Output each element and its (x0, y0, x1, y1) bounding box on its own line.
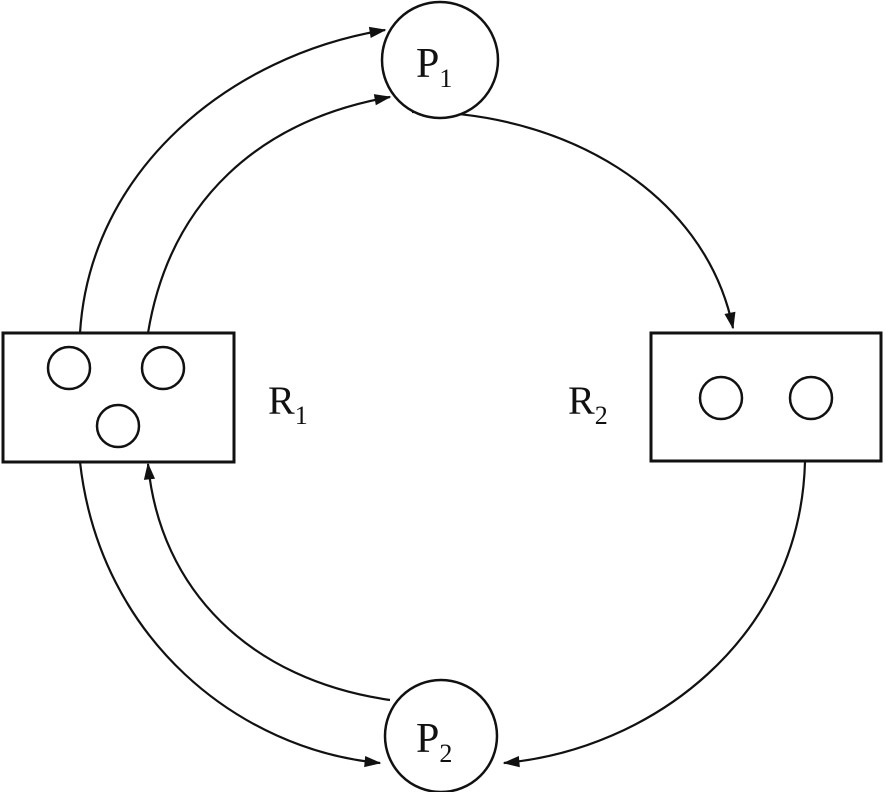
edge-p2-to-r1 (143, 462, 391, 702)
process-p2-label: P2 (416, 716, 452, 768)
process-p2: P2 (383, 678, 499, 794)
resource-r2-instance-2 (788, 375, 834, 421)
resource-r1-instance-2 (140, 345, 186, 391)
edge-r1-to-p1-outer (78, 26, 387, 334)
resource-r2-instance-1 (698, 375, 744, 421)
process-p1-circle (380, 0, 500, 120)
edge-p1-to-r2 (411, 110, 736, 330)
edge-r2-to-p2 (502, 461, 807, 768)
resource-r1-label: R1 (268, 378, 308, 430)
resource-r2-box (649, 331, 883, 463)
resource-r1: R1 (1, 331, 308, 464)
edge-r1-to-p1-inner (146, 94, 392, 334)
resource-r1-instance-1 (46, 345, 92, 391)
process-p2-circle (383, 678, 499, 794)
edge-r1-to-p2 (78, 461, 382, 768)
process-p1-label: P1 (416, 41, 452, 93)
resource-r1-instance-3 (95, 403, 141, 449)
resource-r2: R2 (568, 331, 883, 463)
resource-r2-label: R2 (568, 378, 608, 430)
process-p1: P1 (380, 0, 500, 120)
edges (78, 26, 807, 768)
